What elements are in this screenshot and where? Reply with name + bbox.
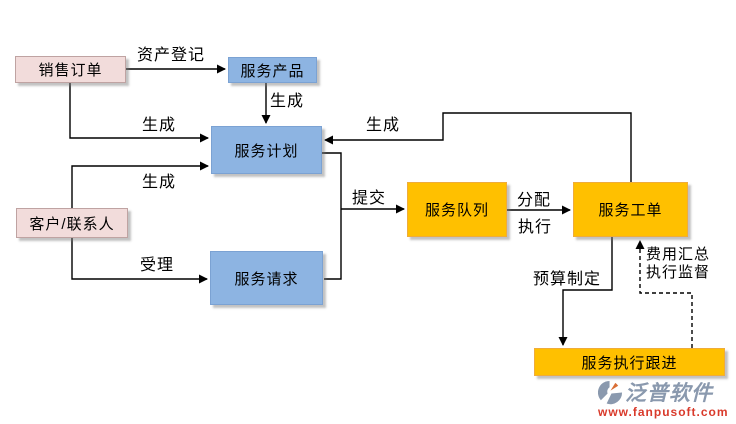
edge-sales-to-plan xyxy=(69,83,209,143)
edge-label-accept: 受理 xyxy=(140,257,175,274)
edge-label-assign: 分配 xyxy=(517,192,552,209)
edge-label-submit: 提交 xyxy=(352,190,387,207)
node-service-followup: 服务执行跟进 xyxy=(534,348,725,376)
node-service-plan: 服务计划 xyxy=(211,126,322,174)
edge-label-budget-making: 预算制定 xyxy=(533,271,602,288)
edge-customer-to-request xyxy=(71,238,208,284)
edge-label-execute: 执行 xyxy=(518,219,553,236)
node-service-product: 服务产品 xyxy=(228,57,317,83)
edge-customer-to-plan xyxy=(71,161,209,208)
node-service-request: 服务请求 xyxy=(210,251,323,305)
edge-workorder-to-plan-feedback xyxy=(324,112,632,182)
fanpu-logo-icon xyxy=(597,380,623,405)
node-service-queue: 服务队列 xyxy=(407,182,507,237)
edge-label-generate-feedback: 生成 xyxy=(366,117,401,134)
edge-label-execution-supervision: 执行监督 xyxy=(646,264,711,281)
edge-label-cost-summary: 费用汇总 xyxy=(646,246,711,263)
vendor-logo-text: 泛普软件 xyxy=(625,382,713,405)
edge-label-generate-product: 生成 xyxy=(270,93,305,110)
edge-label-generate-sales: 生成 xyxy=(142,117,177,134)
edge-label-generate-customer: 生成 xyxy=(142,174,177,191)
node-customer-contact: 客户/联系人 xyxy=(16,208,128,238)
edge-label-asset-registration: 资产登记 xyxy=(137,47,206,64)
edge-workorder-to-followup xyxy=(558,237,613,346)
vendor-website: www.fanpusoft.com xyxy=(598,405,729,419)
vendor-logo: 泛普软件 www.fanpusoft.com xyxy=(597,377,729,419)
edge-followup-to-workorder-dashed xyxy=(635,240,693,348)
node-service-workorder: 服务工单 xyxy=(573,182,688,237)
edge-plan-request-junction xyxy=(322,152,342,280)
node-sales-order: 销售订单 xyxy=(15,56,126,83)
